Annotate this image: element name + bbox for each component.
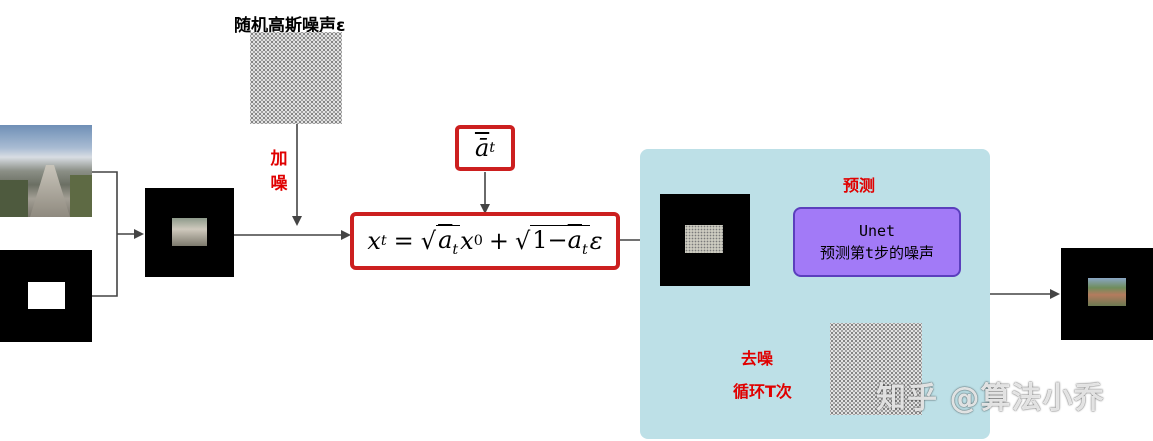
formula-plus: + <box>488 227 509 255</box>
predicted-noise-image <box>830 323 922 415</box>
alpha-bar-sub: t <box>489 140 496 156</box>
output-image <box>1061 248 1153 340</box>
formula-a1-sub: t <box>452 241 459 258</box>
formula-one-minus: 1− <box>532 225 568 254</box>
watermark: 知乎 @算法小乔 <box>876 381 1105 416</box>
add-noise-label: 加噪 <box>270 149 288 194</box>
predict-label: 预测 <box>843 176 876 195</box>
formula-a1: a <box>438 225 453 254</box>
loop-label: 循环T次 <box>733 382 792 401</box>
formula-a2: a <box>567 225 582 254</box>
formula-x-sub: t <box>380 233 387 249</box>
unet-title: Unet <box>858 222 896 240</box>
formula-x0: x <box>460 227 474 255</box>
formula-sqrt-1: √ <box>420 227 437 255</box>
input-bracket-line <box>92 171 118 297</box>
formula-eq: = <box>393 227 414 255</box>
input-landscape-image <box>0 125 92 217</box>
denoise-label: 去噪 <box>741 349 774 368</box>
formula-x0-sub: 0 <box>473 233 483 249</box>
noise-title: 随机高斯噪声ε <box>234 16 346 36</box>
gaussian-noise-image <box>250 32 342 124</box>
formula-eps: ε <box>589 227 603 255</box>
unet-description: 预测第t步的噪声 <box>819 244 935 262</box>
mask-image <box>0 250 92 342</box>
unet-box: Unet 预测第t步的噪声 <box>793 207 961 277</box>
formula-a2-sub: t <box>581 241 588 258</box>
masked-image <box>145 188 234 277</box>
formula-x: x <box>367 227 381 255</box>
alpha-bar-symbol: ā <box>474 134 490 162</box>
noisy-image <box>660 194 750 286</box>
formula-sqrt-2: √ <box>514 227 531 255</box>
